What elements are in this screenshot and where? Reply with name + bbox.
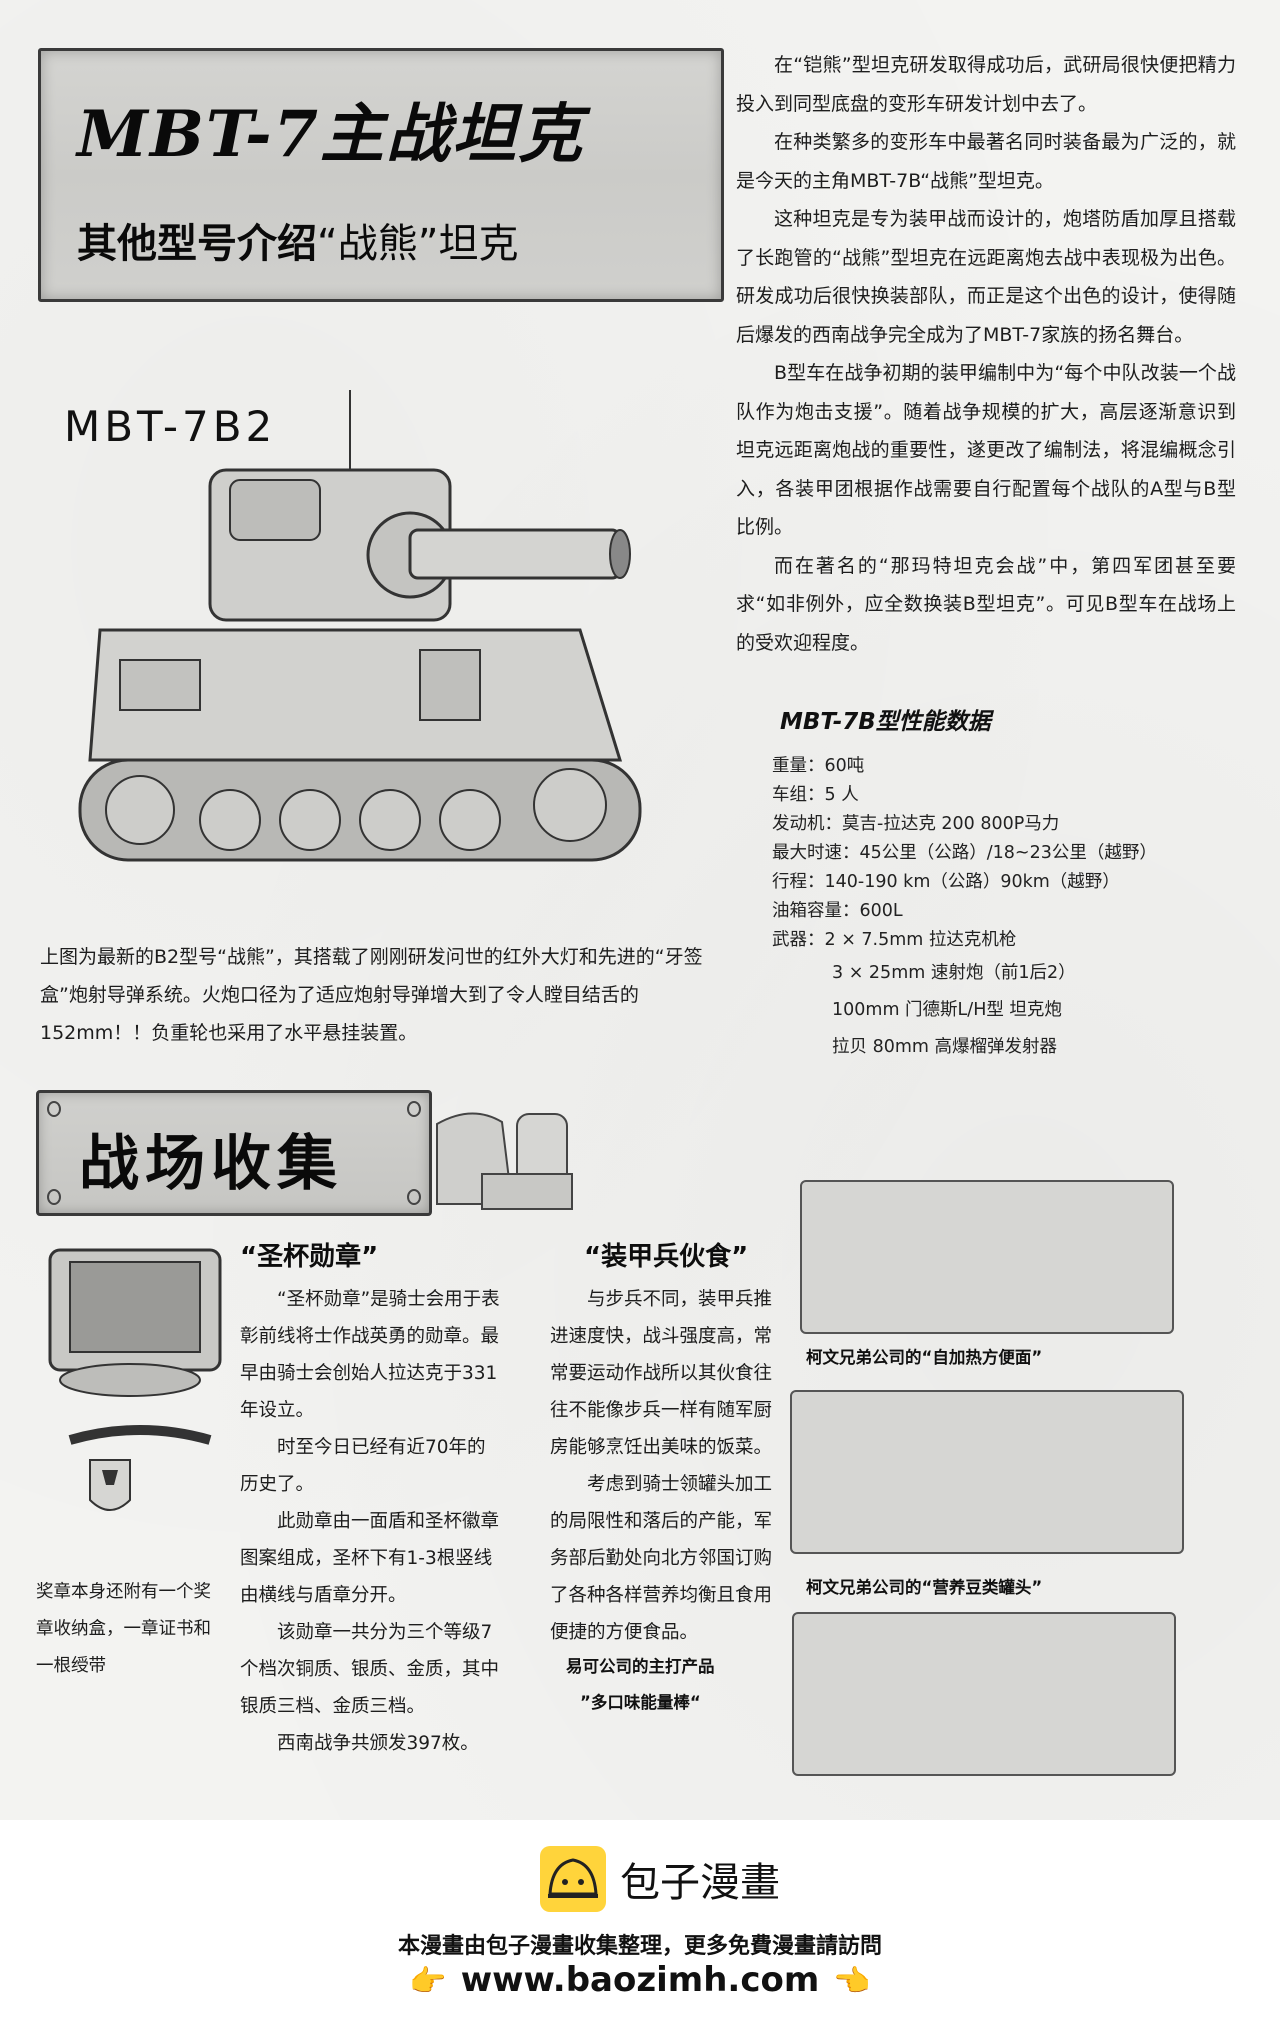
intro-paragraph: B型车在战争初期的装甲编制中为“每个中队改装一个战队作为炮击支援”。随着战争规模… — [736, 362, 1236, 538]
subtitle-quoted: “战熊” — [317, 221, 439, 267]
rations-section: “装甲兵伙食” 与步兵不同，装甲兵推进速度快，战斗强度高，常常要运动作战所以其伙… — [550, 1236, 780, 1713]
energy-bar-caption-2: ”多口味能量棒“ — [580, 1693, 701, 1712]
tank-illustration — [78, 390, 642, 862]
subtitle-prefix: 其他型号介绍 — [77, 221, 317, 267]
intro-text: 在“铠熊”型坦克研发取得成功后，武研局很快便把精力投入到同型底盘的变形车研发计划… — [736, 46, 1236, 662]
footer-notice: 本漫畫由包子漫畫收集整理，更多免費漫畫請訪問 — [397, 1934, 882, 1959]
page-title: MBT-7主战坦克 — [77, 97, 585, 172]
spec-weapon: 3 × 25mm 速射炮（前1后2） — [832, 963, 1076, 983]
medal-paragraph: 此勋章由一面盾和圣杯徽章图案组成，圣杯下有1-3根竖线由横线与盾章分开。 — [240, 1511, 500, 1606]
pointing-left-icon: 👈 — [833, 1964, 871, 1999]
bean-can-sketch — [790, 1390, 1184, 1554]
rivet-icon — [47, 1101, 61, 1117]
collection-plaque: 战场收集 — [36, 1090, 432, 1216]
rations-paragraph: 与步兵不同，装甲兵推进速度快，战斗强度高，常常要运动作战所以其伙食往往不能像步兵… — [550, 1289, 773, 1458]
medal-section: “圣杯勋章” “圣杯勋章”是骑士会用于表彰前线将士作战英勇的勋章。最早由骑士会创… — [240, 1236, 502, 1762]
baozi-logo-icon — [540, 1846, 606, 1912]
medal-note: 奖章本身还附有一个奖章收纳盒，一章证书和一根绶带 — [36, 1582, 211, 1676]
bean-can-caption: 柯文兄弟公司的“营养豆类罐头” — [806, 1578, 1043, 1597]
medal-paragraph: 该勋章一共分为三个等级7个档次铜质、银质、金质，其中银质三档、金质三档。 — [240, 1622, 500, 1717]
site-footer — [0, 1820, 1280, 2021]
intro-paragraph: 这种坦克是专为装甲战而设计的，炮塔防盾加厚且搭载了长跑管的“战熊”型坦克在远距离… — [736, 208, 1236, 346]
spec-weapons: 武器：2 × 7.5mm 拉达克机枪 — [772, 930, 1017, 950]
brand-name: 包子漫畫 — [620, 1860, 780, 1906]
energy-bar-sketch — [792, 1612, 1176, 1776]
title-plaque: MBT-7主战坦克 其他型号介绍“战熊”坦克 — [38, 48, 724, 302]
medal-paragraph: 西南战争共颁发397枚。 — [277, 1733, 479, 1754]
spec-speed: 最大时速：45公里（公路）/18~23公里（越野） — [772, 843, 1157, 863]
intro-paragraph: 在“铠熊”型坦克研发取得成功后，武研局很快便把精力投入到同型底盘的变形车研发计划… — [736, 54, 1236, 115]
rivet-icon — [47, 1189, 61, 1205]
spec-weight: 重量：60吨 — [772, 756, 865, 776]
spec-title: MBT-7B型性能数据 — [780, 709, 991, 735]
comic-page: MBT-7主战坦克 其他型号介绍“战熊”坦克 在“铠熊”型坦克研发取得成功后，武… — [0, 0, 1280, 1820]
spec-list: 重量：60吨 车组：5 人 发动机：莫吉-拉达克 200 800P马力 最大时速… — [772, 752, 1157, 1066]
rivet-icon — [407, 1189, 421, 1205]
footer-url-row: 👉 www.baozimh.com 👈 — [0, 1960, 1280, 2000]
rations-paragraph: 考虑到骑士领罐头加工的局限性和落后的产能，军务部后勤处向北方邻国订购了各种各样营… — [550, 1474, 773, 1643]
spec-crew: 车组：5 人 — [772, 785, 859, 805]
collection-title: 战场收集 — [79, 1129, 343, 1199]
medal-heading: “圣杯勋章” — [240, 1242, 379, 1272]
spec-fuel: 油箱容量：600L — [772, 901, 903, 921]
intro-paragraph: 在种类繁多的变形车中最著名同时装备最为广泛的，就是今天的主角MBT-7B“战熊”… — [736, 131, 1236, 192]
pointing-right-icon: 👉 — [409, 1964, 447, 1999]
spec-range: 行程：140-190 km（公路）90km（越野） — [772, 872, 1120, 892]
rations-text: 与步兵不同，装甲兵推进速度快，战斗强度高，常常要运动作战所以其伙食往往不能像步兵… — [550, 1281, 780, 1651]
medal-text: “圣杯勋章”是骑士会用于表彰前线将士作战英勇的勋章。最早由骑士会创始人拉达克于3… — [240, 1281, 502, 1762]
spec-weapon: 100mm 门德斯L/H型 坦克炮 — [832, 1000, 1062, 1020]
subtitle-suffix: 坦克 — [438, 221, 519, 267]
medal-paragraph: 时至今日已经有近70年的历史了。 — [240, 1437, 486, 1495]
page-subtitle: 其他型号介绍“战熊”坦克 — [77, 211, 518, 269]
noodle-caption: 柯文兄弟公司的“自加热方便面” — [806, 1348, 1043, 1367]
medal-paragraph: “圣杯勋章”是骑士会用于表彰前线将士作战英勇的勋章。最早由骑士会创始人拉达克于3… — [240, 1289, 500, 1421]
medal-illustration — [48, 1248, 222, 1511]
instant-noodle-sketch — [800, 1180, 1174, 1334]
supplies-sketch — [436, 1112, 573, 1210]
energy-bar-caption-1: 易可公司的主打产品 — [566, 1657, 715, 1676]
spec-engine: 发动机：莫吉-拉达克 200 800P马力 — [772, 814, 1060, 834]
intro-paragraph: 而在著名的“那玛特坦克会战”中，第四军团甚至要求“如非例外，应全数换装B型坦克”… — [736, 554, 1236, 654]
bun-icon — [548, 1858, 598, 1898]
rivet-icon — [407, 1101, 421, 1117]
spec-weapon: 拉贝 80mm 高爆榴弹发射器 — [832, 1037, 1057, 1057]
site-url-link[interactable]: www.baozimh.com — [460, 1960, 820, 2000]
rations-heading: “装甲兵伙食” — [584, 1242, 749, 1272]
tank-model-label: MBT-7B2 — [64, 402, 277, 451]
tank-caption: 上图为最新的B2型号“战熊”，其搭载了刚刚研发问世的红外大灯和先进的“牙签盒”炮… — [40, 946, 703, 1044]
